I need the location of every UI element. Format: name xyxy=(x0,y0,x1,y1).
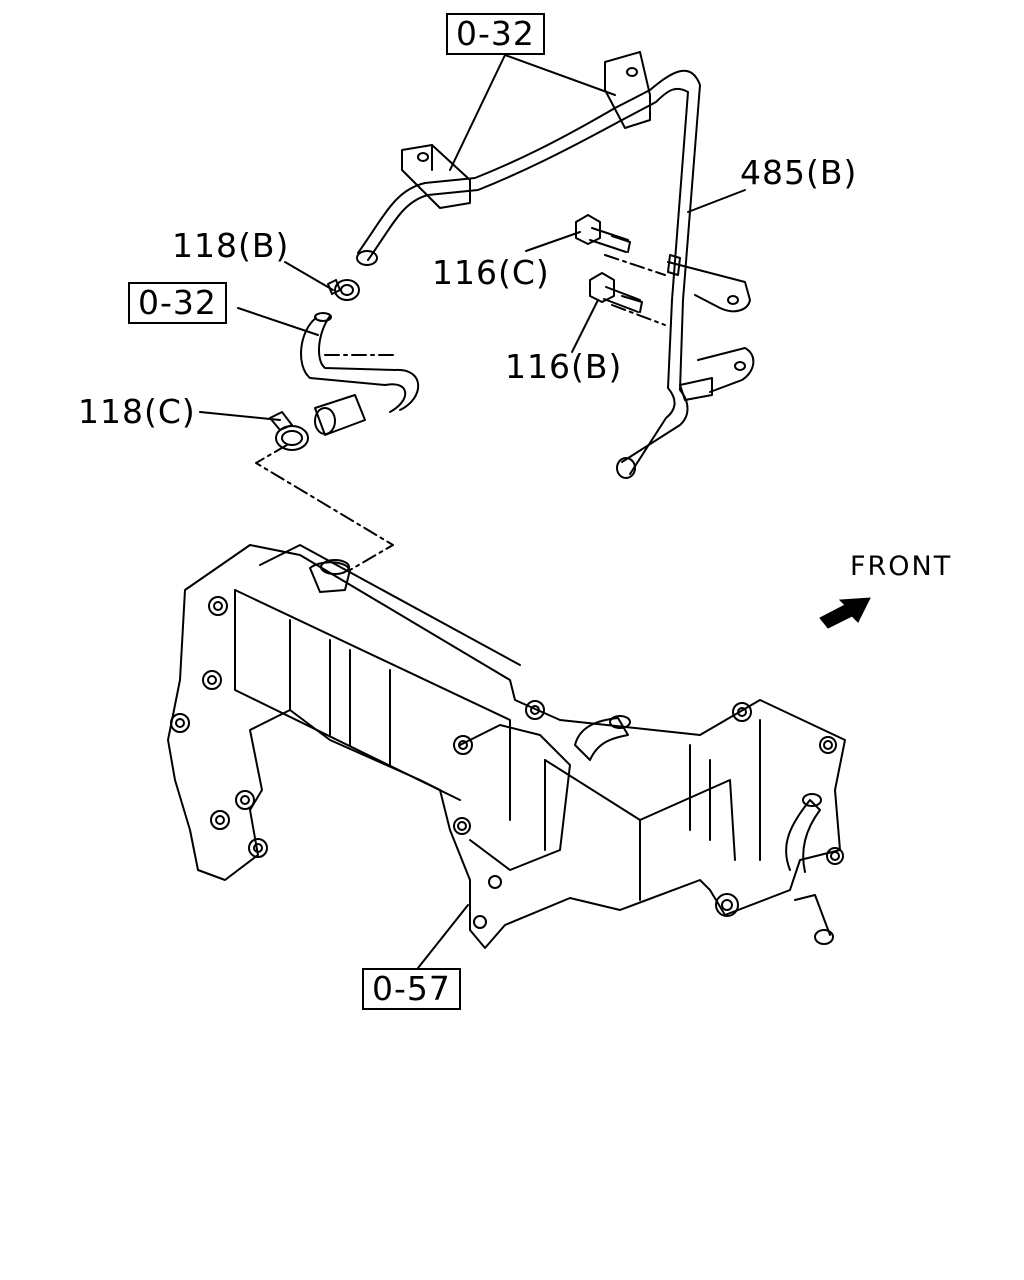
ref-box-0-32-top[interactable]: 0-32 xyxy=(446,13,545,55)
label-116b: 116(B) xyxy=(505,347,623,386)
label-118c: 118(C) xyxy=(78,392,196,431)
ref-box-0-32-left[interactable]: 0-32 xyxy=(128,282,227,324)
guide-lines xyxy=(255,254,666,571)
clamp-118c[interactable] xyxy=(269,411,309,451)
front-arrow-icon xyxy=(819,597,871,629)
ref-box-0-57[interactable]: 0-57 xyxy=(362,968,461,1010)
label-485b: 485(B) xyxy=(740,153,858,192)
bolt-116c[interactable] xyxy=(575,214,631,253)
front-label: FRONT xyxy=(850,551,953,582)
label-116c: 116(C) xyxy=(432,253,550,292)
bolt-116b[interactable] xyxy=(589,272,643,313)
bypass-pipe[interactable] xyxy=(356,51,755,479)
egr-cooler[interactable] xyxy=(167,544,846,949)
label-118b: 118(B) xyxy=(172,226,290,265)
leader-lines xyxy=(199,54,746,969)
rubber-hose[interactable] xyxy=(300,312,420,436)
clamp-118b[interactable] xyxy=(327,279,360,301)
